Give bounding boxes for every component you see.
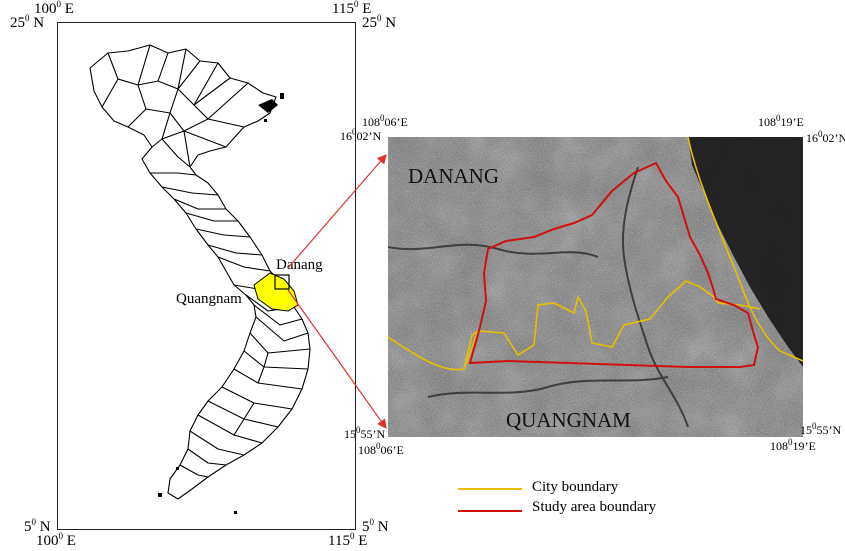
satellite-inset: DANANG QUANGNAM <box>388 137 803 437</box>
overview-top-left-lon: 1000 E <box>34 0 74 17</box>
vietnam-map <box>89 44 311 514</box>
inset-top-left-lat: 16002’N <box>340 127 382 143</box>
danang-study-box <box>274 274 290 290</box>
overview-bottom-right-lon: 1150 E <box>328 531 368 549</box>
inset-top-right-lon: 108019’E <box>758 113 804 129</box>
legend-label-city: City boundary <box>532 479 619 495</box>
overview-bottom-right-lat: 50 N <box>362 517 389 535</box>
overview-bottom-left-lon: 1000 E <box>36 531 76 549</box>
legend-swatch-city <box>458 488 522 490</box>
overview-top-left-lat: 250 N <box>10 13 45 31</box>
overview-danang-label: Danang <box>276 257 323 273</box>
city-boundary-line <box>388 137 803 371</box>
legend-label-study: Study area boundary <box>532 499 657 515</box>
sea-area <box>688 137 803 367</box>
inset-danang-label: DANANG <box>408 164 499 188</box>
inset-quangnam-label: QUANGNAM <box>506 408 631 432</box>
inset-top-left-lon: 108006’E <box>362 113 408 129</box>
inset-bottom-left-lon: 108006’E <box>358 441 404 457</box>
inset-bottom-left-lat: 15055’N <box>344 425 386 441</box>
inset-bottom-right-lat: 15055’N <box>800 421 842 437</box>
overview-top-right-lat: 250 N <box>362 13 397 31</box>
inset-bottom-right-lon: 108019’E <box>770 437 816 453</box>
overview-bottom-left-lat: 50 N <box>24 517 51 535</box>
study-area-boundary-line <box>468 161 760 368</box>
legend-swatch-study <box>458 510 522 512</box>
overview-map-frame <box>57 22 356 530</box>
overview-top-right-lon: 1150 E <box>332 0 372 17</box>
overview-quangnam-label: Quangnam <box>176 291 242 307</box>
inset-top-right-lat: 16002’N <box>806 129 845 145</box>
